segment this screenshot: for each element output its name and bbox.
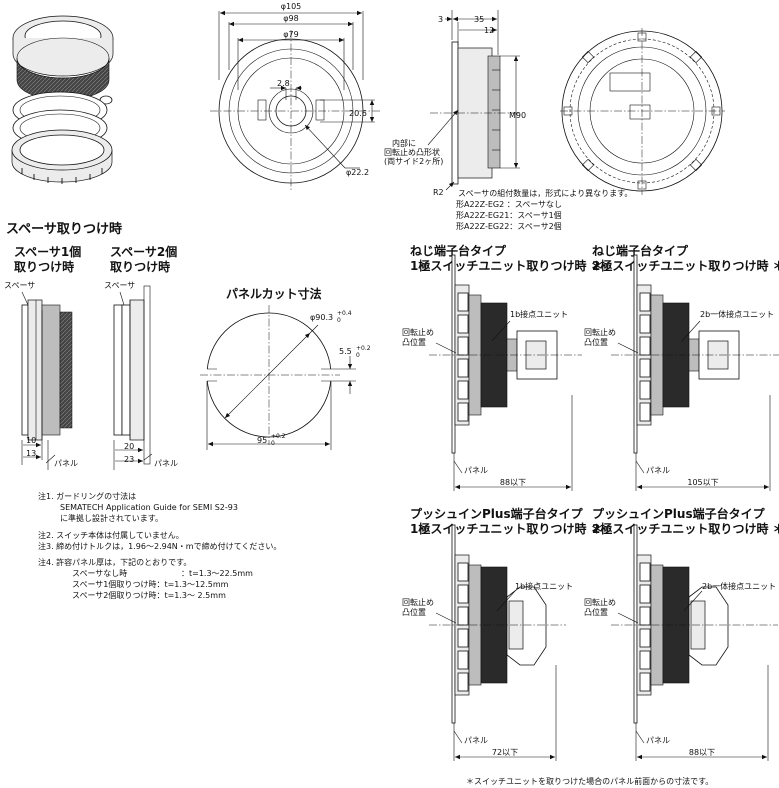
- view2-title-1: ねじ端子台タイプ: [592, 243, 689, 258]
- view1-title-2: 1極スイッチユニット取りつけ時 ＊: [410, 258, 603, 273]
- view4-title-1: プッシュインPlus端子台タイプ: [592, 506, 766, 521]
- front-view: φ105 φ98 φ79 2.8 20.6 φ22.2: [210, 2, 380, 192]
- spacer1-title-1: スペーサ1個: [14, 244, 81, 259]
- view3-panel: [451, 524, 456, 724]
- spacer2-label: スペーサ: [104, 281, 135, 290]
- anti-rotation-note-3: (両サイド2ヶ所): [384, 156, 443, 166]
- spacer-model-eg21: 形A22Z-EG21：スペーサ1個: [456, 210, 562, 220]
- spacer1-dim-10: 10: [26, 436, 36, 445]
- dim-35: 35: [474, 15, 484, 24]
- dim-20-6: 20.6: [349, 109, 367, 118]
- dim-2-8: 2.8: [277, 79, 290, 88]
- footnote: ＊スイッチユニットを取りつけた場合のパネル前面からの寸法です。: [466, 776, 713, 786]
- note2: 注2. スイッチ本体は付属していません。: [38, 530, 184, 540]
- spacer2-view: スペーサ2個 取りつけ時 スペーサ 20 23 パネル: [104, 244, 178, 470]
- spacer-qty-note: スペーサの組付数量は，形式により異なります。: [458, 188, 632, 198]
- note4-spacer2: スペーサ2個取りつけ時：t=1.3〜 2.5mm: [72, 590, 226, 600]
- rear-view: [560, 28, 725, 195]
- panel-cutout: パネルカット寸法 φ90.3 +0.4 0 5.5 +0.2 0 95 +0.2…: [200, 286, 371, 450]
- cutout-dim-d90-3-tol-lo: 0: [337, 317, 341, 324]
- view4-rot-label-1: 回転止め: [584, 597, 616, 607]
- note1-line1: 注1. ガードリングの寸法は: [38, 491, 136, 501]
- note1-line3: に準拠し設計されています。: [60, 513, 163, 523]
- view4-panel: [633, 524, 638, 724]
- cutout-dim-95: 95: [257, 436, 267, 445]
- note3: 注3. 締め付けトルクは，1.96〜2.94N・mで締め付けてください。: [38, 541, 281, 551]
- spacer-model-eg2: 形A22Z-EG2 ：スペーサなし: [456, 200, 562, 209]
- view1-rot-label-2: 凸位置: [402, 337, 426, 347]
- view2-rot-label-1: 回転止め: [584, 327, 616, 337]
- section-title: スペーサ取りつけ時: [6, 221, 122, 237]
- dim-d98: φ98: [283, 14, 298, 23]
- view3-contact-label: 1b接点ユニット: [515, 581, 573, 591]
- view3-rot-label-2: 凸位置: [402, 607, 426, 617]
- view4-contact-label: 2b一体接点ユニット: [702, 581, 776, 591]
- dim-d79: φ79: [283, 30, 298, 39]
- view3-title-1: プッシュインPlus端子台タイプ: [410, 506, 584, 521]
- dim-3: 3: [438, 15, 443, 24]
- cutout-dim-95-tol-up: +0.2: [271, 433, 286, 440]
- view3-rot-label-1: 回転止め: [402, 597, 434, 607]
- note4-line1: 注4. 許容パネル厚は，下記のとおりです。: [38, 557, 191, 567]
- view4-title-2: 2極スイッチユニット取りつけ時 ＊: [592, 521, 779, 536]
- cutout-dim-d90-3: φ90.3: [310, 313, 333, 322]
- view1-contact-label: 1b接点ユニット: [510, 309, 568, 319]
- spacer2-title-2: 取りつけ時: [110, 259, 170, 274]
- cutout-dim-95-tol-lo: 0: [271, 440, 275, 447]
- dim-r2: R2: [433, 188, 444, 197]
- note1-line2: SEMATECH Application Guide for SEMI S2-9…: [60, 503, 238, 512]
- view1-title-1: ねじ端子台タイプ: [410, 243, 507, 258]
- spacer2-panel: パネル: [154, 459, 178, 468]
- cutout-dim-5-5-tol-lo: 0: [356, 352, 360, 359]
- isometric-exploded-view: [11, 15, 114, 184]
- view4-dim: 88以下: [689, 748, 715, 757]
- spacer2-dim-20: 20: [124, 442, 134, 451]
- spacer1-panel: パネル: [54, 459, 78, 468]
- cutout-dim-5-5: 5.5: [339, 347, 352, 356]
- dim-d105: φ105: [281, 2, 302, 11]
- spacer1-title-2: 取りつけ時: [14, 259, 74, 274]
- view2-panel: [633, 254, 638, 454]
- note4-nospacer-value: ：t=1.3〜22.5mm: [181, 569, 253, 578]
- view2-rot-label-2: 凸位置: [584, 337, 608, 347]
- view4-panel-label: パネル: [646, 736, 670, 745]
- cutout-dim-5-5-tol-up: +0.2: [356, 345, 371, 352]
- view2-contact-label: 2b一体接点ユニット: [700, 309, 774, 319]
- spacer1-label: スペーサ: [4, 281, 35, 290]
- view3-dim: 72以下: [492, 748, 518, 757]
- view3-panel-label: パネル: [464, 736, 488, 745]
- dim-m90: M90: [509, 111, 526, 120]
- note4-nospacer-label: スペーサなし時: [72, 569, 127, 578]
- view4-rot-label-2: 凸位置: [584, 607, 608, 617]
- spacer1-view: スペーサ1個 取りつけ時 スペーサ 10 13 パネル: [4, 244, 81, 470]
- spacer2-title-1: スペーサ2個: [110, 244, 177, 259]
- view3-title-2: 1極スイッチユニット取りつけ時 ＊: [410, 521, 603, 536]
- spacer1-dim-13: 13: [26, 449, 36, 458]
- view2-title-2: 2極スイッチユニット取りつけ時 ＊: [592, 258, 779, 273]
- view1-panel: [451, 254, 456, 454]
- notes: 注1. ガードリングの寸法は SEMATECH Application Guid…: [38, 491, 281, 600]
- dim-d22-2: φ22.2: [346, 168, 369, 177]
- anti-rotation-note-2: 回転止め凸形状: [384, 147, 440, 157]
- cutout-dim-d90-3-tol-up: +0.4: [337, 310, 352, 317]
- view2-dim: 105以下: [687, 478, 718, 487]
- note4-spacer1: スペーサ1個取りつけ時：t=1.3〜12.5mm: [72, 579, 229, 589]
- dim-12: 12: [484, 26, 494, 35]
- side-view: 3 35 12 M90 R2 内部に 回転止め凸形状 (両サイド2ヶ所) スペー…: [384, 10, 632, 231]
- spacer-model-eg22: 形A22Z-EG22：スペーサ2個: [456, 221, 562, 231]
- spacer2-dim-23: 23: [124, 455, 134, 464]
- view1-panel-label: パネル: [464, 466, 488, 475]
- view1-rot-label-1: 回転止め: [402, 327, 434, 337]
- anti-rotation-note-1: 内部に: [392, 138, 416, 148]
- view2-panel-label: パネル: [646, 466, 670, 475]
- cutout-title: パネルカット寸法: [226, 286, 322, 301]
- view1-dim: 88以下: [500, 478, 526, 487]
